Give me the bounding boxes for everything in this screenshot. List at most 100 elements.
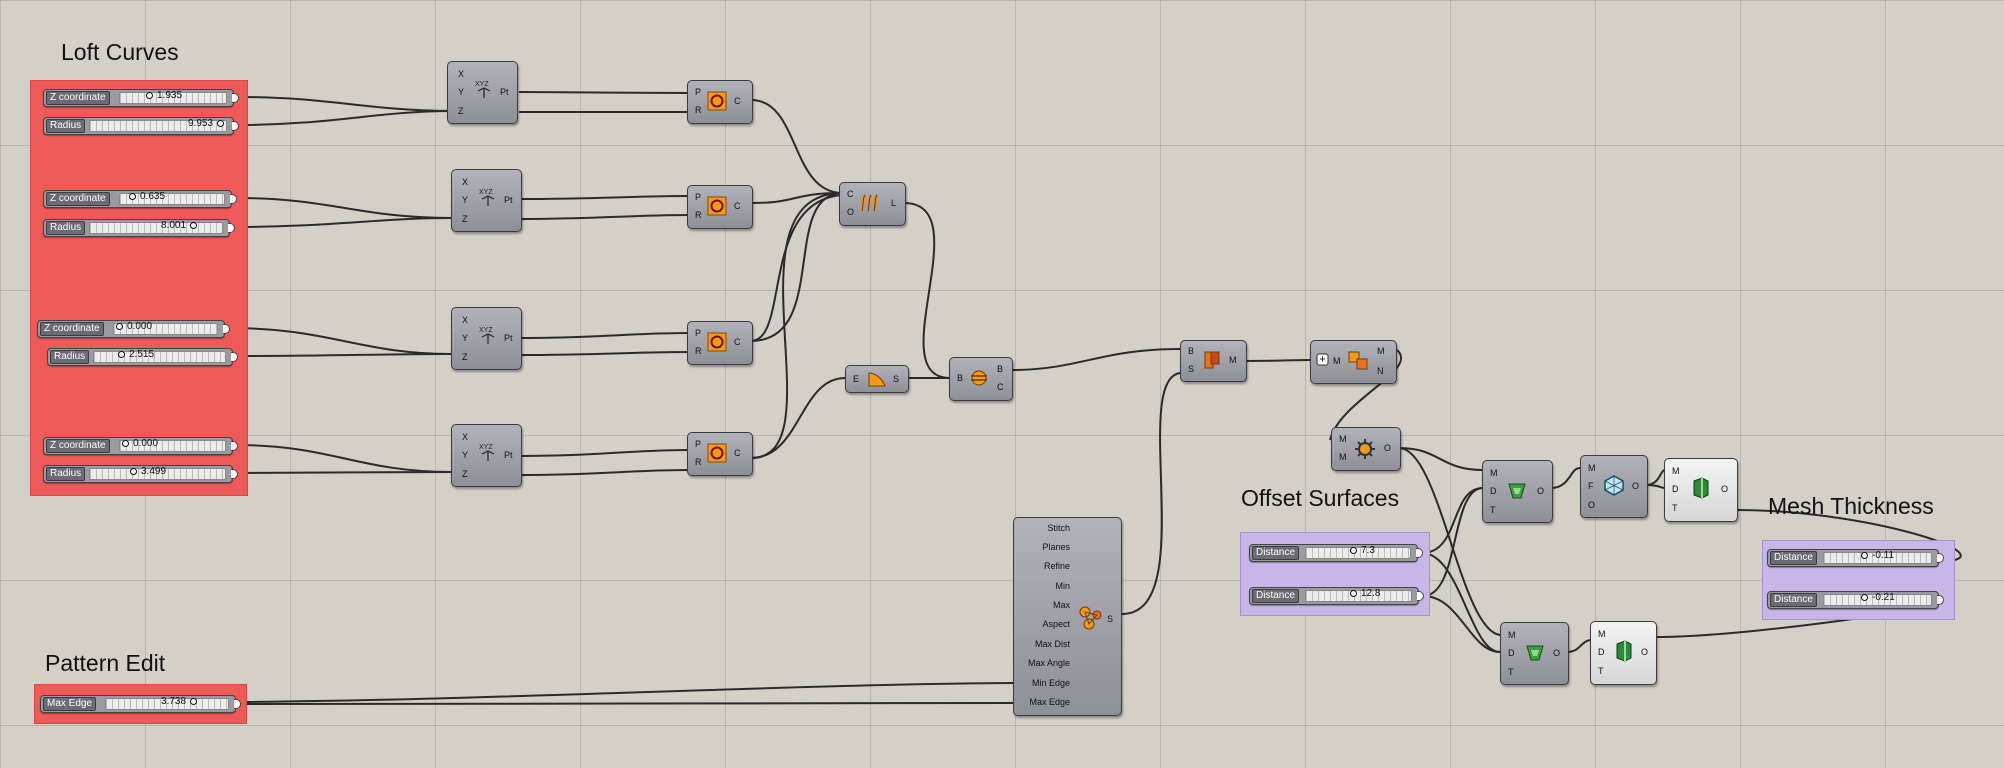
slider-knob[interactable] [190, 221, 198, 229]
mesh-brep-component[interactable]: B S M [1180, 340, 1247, 382]
slider-output-grip[interactable] [1417, 591, 1424, 601]
slider-output-grip[interactable] [1937, 553, 1944, 563]
slider-radius-3[interactable]: Radius 2.515 [47, 348, 238, 366]
slider-track[interactable] [1823, 552, 1932, 564]
wire [1244, 359, 1311, 362]
slider-knob[interactable] [1861, 593, 1868, 601]
group-loft-curves[interactable] [30, 80, 248, 496]
wire [237, 110, 452, 126]
group-title-loft-curves: Loft Curves [61, 39, 179, 65]
slider-output-grip[interactable] [234, 699, 241, 709]
circle-component-1[interactable]: P R C [687, 80, 753, 124]
slider-knob[interactable] [130, 467, 137, 475]
slider-knob[interactable] [1861, 551, 1868, 559]
slider-track[interactable] [105, 698, 229, 710]
slider-knob[interactable] [146, 91, 153, 99]
wire [518, 332, 691, 339]
offset-mesh-component-1[interactable]: M D T O [1482, 460, 1553, 523]
slider-track[interactable] [1823, 594, 1932, 606]
wire [236, 353, 452, 357]
svg-text:XYZ: XYZ [475, 81, 489, 88]
slider-value-text: 0.635 [140, 191, 166, 202]
wire [1566, 639, 1591, 653]
mesh-thicken-component-2[interactable]: M D T O [1590, 621, 1657, 685]
construct-point-component-4[interactable]: X Y Z XYZ Pt [451, 424, 522, 487]
group-title-offset-surfaces: Offset Surfaces [1241, 485, 1400, 511]
slider-track[interactable] [89, 120, 227, 132]
offset-mesh-component-2[interactable]: M D T O [1500, 622, 1569, 685]
slider-output-grip[interactable] [232, 93, 239, 103]
slider-max-edge[interactable]: Max Edge 3.738 [40, 695, 241, 713]
slider-output-grip[interactable] [228, 223, 235, 233]
circle-component-3[interactable]: P R C [687, 321, 753, 365]
slider-track[interactable] [89, 222, 223, 234]
slider-offset-distance-1[interactable]: Distance 7.3 [1249, 544, 1423, 562]
slider-radius-1[interactable]: Radius 9.953 [43, 117, 239, 135]
slider-thickness-distance-1[interactable]: Distance -0.11 [1767, 549, 1944, 567]
slider-track[interactable] [1305, 547, 1411, 559]
slider-value: 0.000 [122, 438, 158, 450]
slider-z-coordinate-2[interactable]: Z coordinate 0.635 [43, 190, 237, 208]
slider-knob[interactable] [190, 697, 198, 705]
slider-thickness-distance-2[interactable]: Distance -0.21 [1767, 591, 1944, 609]
input-radius: R [695, 457, 702, 467]
circle-icon [707, 91, 727, 111]
input-z: Z [462, 352, 468, 362]
slider-track[interactable] [119, 193, 225, 205]
input-t: T [1598, 666, 1604, 676]
construct-point-component-1[interactable]: X Y Z XYZ Pt [447, 61, 518, 124]
input-options: O [847, 207, 855, 217]
smooth-mesh-component[interactable]: M M O [1331, 427, 1401, 471]
slider-output-grip[interactable] [231, 441, 238, 451]
slider-knob[interactable] [217, 119, 225, 127]
loft-component[interactable]: C O L [839, 182, 906, 226]
input-settings: S [1188, 364, 1195, 374]
construct-point-component-3[interactable]: X Y Z XYZ Pt [451, 307, 522, 370]
slider-track[interactable] [1305, 590, 1412, 602]
slider-track[interactable] [89, 468, 226, 480]
input-radius: R [695, 346, 702, 356]
wire [1421, 552, 1501, 653]
edge-surface-component[interactable]: E S [845, 365, 909, 393]
slider-track[interactable] [93, 351, 226, 363]
wire [228, 327, 452, 355]
slider-track[interactable] [119, 440, 226, 452]
output-circle: C [734, 96, 741, 106]
construct-point-component-2[interactable]: X Y Z XYZ Pt [451, 169, 522, 232]
slider-z-coordinate-1[interactable]: Z coordinate 1.935 [43, 89, 239, 107]
slider-knob[interactable] [1350, 589, 1357, 597]
input-f: F [1588, 481, 1594, 491]
slider-output-grip[interactable] [223, 324, 230, 334]
circle-component-4[interactable]: P R C [687, 432, 753, 476]
slider-radius-4[interactable]: Radius 3.499 [43, 465, 238, 483]
slider-z-coordinate-3[interactable]: Z coordinate 0.000 [37, 320, 230, 338]
slider-offset-distance-2[interactable]: Distance 12.8 [1249, 587, 1424, 605]
slider-knob[interactable] [122, 439, 129, 447]
circle-component-2[interactable]: P R C [687, 185, 753, 229]
slider-output-grip[interactable] [231, 469, 238, 479]
slider-output-grip[interactable] [1937, 595, 1944, 605]
wire [1398, 447, 1501, 636]
slider-track[interactable] [113, 323, 218, 335]
mesh-thicken-component-1[interactable]: M D T O [1664, 458, 1738, 522]
slider-knob[interactable] [1350, 546, 1357, 554]
mesh-face-component[interactable]: M F O O [1580, 455, 1648, 518]
input-y: Y [462, 450, 469, 460]
mesh-join-component[interactable]: M M N [1310, 340, 1397, 384]
slider-radius-2[interactable]: Radius 8.001 [43, 219, 235, 237]
slider-knob[interactable] [129, 192, 136, 200]
wire [1550, 467, 1581, 489]
slider-output-grip[interactable] [231, 352, 238, 362]
slider-value: -0.21 [1861, 592, 1895, 604]
slider-knob[interactable] [118, 350, 125, 358]
mesh-settings-component[interactable]: Stitch Planes Refine Min Max Aspect Max … [1013, 517, 1122, 716]
split-brep-component[interactable]: B B C [949, 357, 1013, 401]
slider-knob[interactable] [116, 322, 123, 330]
slider-output-grip[interactable] [1416, 548, 1423, 558]
wire [1645, 484, 1666, 489]
slider-z-coordinate-4[interactable]: Z coordinate 0.000 [43, 437, 238, 455]
slider-output-grip[interactable] [232, 121, 239, 131]
slider-output-grip[interactable] [230, 194, 237, 204]
input-distance: D [1672, 484, 1679, 494]
